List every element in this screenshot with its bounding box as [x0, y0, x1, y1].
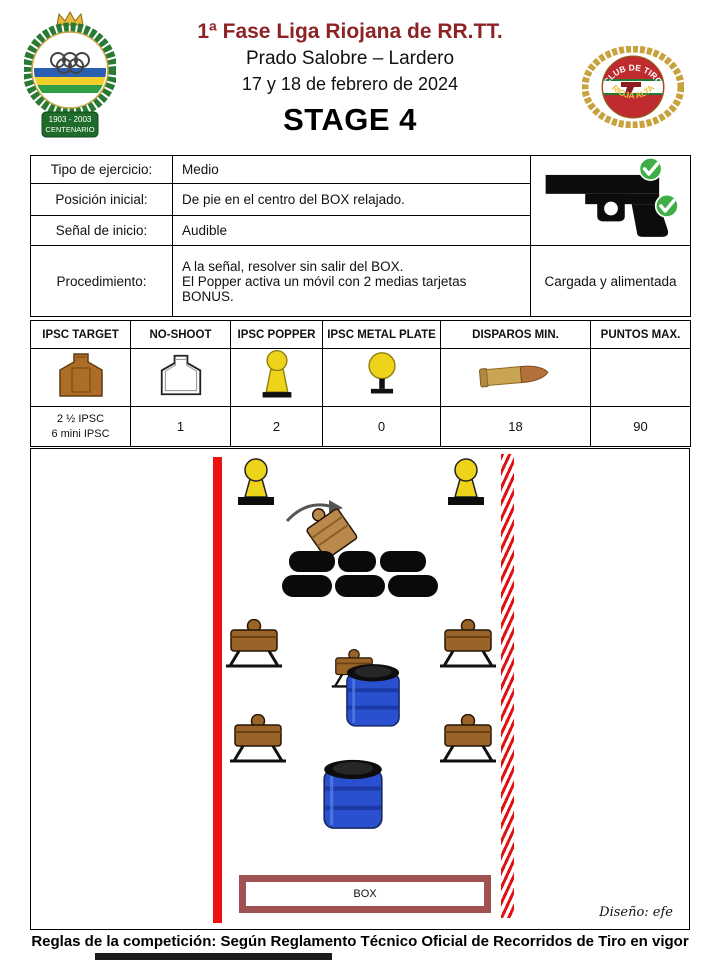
- fault-line-left: [213, 457, 222, 923]
- col-metal-plate: IPSC METAL PLATE: [322, 320, 441, 349]
- empty-icon-cell: [590, 348, 691, 407]
- info-label-exercise-type: Tipo de ejercicio:: [30, 154, 173, 185]
- info-value-procedure: A la señal, resolver sin salir del BOX. …: [172, 245, 531, 317]
- popper-cell: [230, 348, 323, 407]
- box-label: BOX: [353, 888, 377, 900]
- value-plates: 0: [322, 406, 441, 447]
- info-label-start-position: Posición inicial:: [30, 183, 173, 216]
- cartridge-cell: [440, 348, 591, 407]
- logo-pistol-icon: [621, 82, 641, 94]
- logo-centenario-text: CENTENARIO: [45, 125, 94, 134]
- target-stand-mid-left: [225, 618, 283, 674]
- metal-plate-cell: [322, 348, 441, 407]
- club-logo-centenario: 1903 - 2003 CENTENARIO: [22, 8, 118, 145]
- header-titles: 1ª Fase Liga Riojana de RR.TT. Prado Sal…: [120, 20, 580, 138]
- centenario-logo-icon: 1903 - 2003 CENTENARIO: [22, 10, 118, 138]
- pistol-icon: [545, 156, 679, 237]
- ipsc-target-cell: [30, 348, 131, 407]
- value-ipsc-targets: 2 ½ IPSC 6 mini IPSC: [30, 406, 131, 447]
- ipsc-target-icon: [58, 353, 103, 397]
- col-popper: IPSC POPPER: [230, 320, 323, 349]
- footer-rules: Reglas de la competición: Según Reglamen…: [31, 933, 689, 950]
- logo-rioja-text: RIOJA ALTA: [610, 83, 656, 101]
- exercise-info-table: Tipo de ejercicio: Medio: [30, 154, 691, 317]
- header: 1903 - 2003 CENTENARIO 1ª Fase Liga Rioj…: [0, 0, 720, 152]
- design-credit: Diseño: efe: [599, 905, 673, 920]
- popper-icon: [262, 350, 291, 398]
- col-no-shoot: NO-SHOOT: [130, 320, 231, 349]
- green-check-icon: [638, 156, 663, 181]
- blue-barrel-upper: [344, 661, 402, 734]
- event-date: 17 y 18 de febrero de 2024: [241, 74, 459, 94]
- info-value-start-position: De pie en el centro del BOX relajado.: [172, 183, 531, 216]
- shooter-box: BOX: [239, 875, 491, 913]
- competition-title: 1ª Fase Liga Riojana de RR.TT.: [197, 20, 503, 43]
- pistol-image-cell: [530, 155, 691, 246]
- bullet-cartridge-icon: [478, 365, 549, 388]
- bottom-edge-bar: [95, 953, 332, 960]
- info-label-procedure: Procedimiento:: [30, 245, 173, 317]
- targets-icon-row: [30, 348, 691, 407]
- col-ipsc-target: IPSC TARGET: [30, 320, 131, 349]
- logo-year-text: 1903 - 2003: [49, 115, 92, 124]
- col-min-shots: DISPAROS MIN.: [440, 320, 591, 349]
- black-barrel-stack: [281, 549, 441, 604]
- stage-title: STAGE 4: [283, 102, 417, 137]
- value-min-shots: 18: [440, 406, 591, 447]
- no-shoot-target-icon: [160, 354, 201, 396]
- club-logo-rioja-alta: CLUB DE TIRO RIOJA ALTA: [581, 45, 685, 133]
- venue-title: Prado Salobre – Lardero: [245, 48, 455, 69]
- stage-diagram: BOX Diseño: efe: [30, 448, 690, 930]
- rioja-alta-logo-icon: CLUB DE TIRO RIOJA ALTA: [581, 45, 685, 129]
- green-check-icon: [654, 193, 679, 218]
- popper-top-right: [443, 458, 489, 511]
- targets-summary-table: IPSC TARGET NO-SHOOT IPSC POPPER IPSC ME…: [30, 320, 691, 447]
- fault-line-right: [501, 454, 514, 918]
- target-stand-mid-right: [439, 618, 497, 674]
- gun-caption: Cargada y alimentada: [530, 245, 691, 317]
- targets-values-row: 2 ½ IPSC 6 mini IPSC 1 2 0 18 90: [30, 406, 691, 447]
- value-poppers: 2: [230, 406, 323, 447]
- value-no-shoot: 1: [130, 406, 231, 447]
- blue-barrel-lower: [321, 756, 385, 837]
- targets-header-row: IPSC TARGET NO-SHOOT IPSC POPPER IPSC ME…: [30, 320, 691, 349]
- info-value-start-signal: Audible: [172, 214, 531, 247]
- col-max-points: PUNTOS MAX.: [590, 320, 691, 349]
- info-label-start-signal: Señal de inicio:: [30, 214, 173, 247]
- metal-plate-icon: [367, 352, 396, 394]
- svg-text:RIOJA ALTA: RIOJA ALTA: [610, 83, 656, 101]
- popper-top-left: [233, 458, 279, 511]
- info-value-exercise-type: Medio: [172, 154, 531, 185]
- target-stand-low-left: [229, 713, 287, 769]
- mover-bonus-target: [297, 497, 366, 569]
- value-max-points: 90: [590, 406, 691, 447]
- no-shoot-cell: [130, 348, 231, 407]
- target-stand-low-right: [439, 713, 497, 769]
